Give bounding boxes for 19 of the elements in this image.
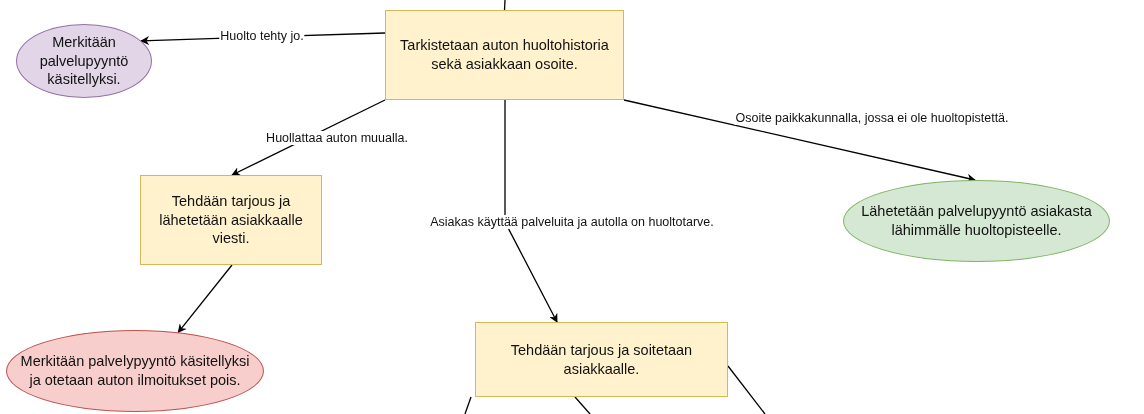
node-text: Tehdään tarjous ja soitetaan asiakkaalle. xyxy=(509,340,694,379)
connector-line xyxy=(503,0,506,11)
edge-label: Huolto tehty jo. xyxy=(219,29,305,43)
connector-line xyxy=(727,365,766,414)
node-text: Merkitään palvelupyyntö käsitellyksi. xyxy=(38,32,130,90)
arrow xyxy=(177,264,233,334)
edge-label: Asiakas käyttää palveluita ja autolla on huoltotarve. xyxy=(429,215,715,229)
node-text: Lähetetään palvelupyyntö asiakasta lähimmälle huoltopisteelle. xyxy=(860,202,1093,240)
process-box xyxy=(475,322,728,397)
arrow xyxy=(504,99,558,323)
edge-label: Osoite paikkakunnalla, jossa ei ole huoltopistettä. xyxy=(734,111,1010,125)
node-text: Tarkistetaan auton huoltohistoria sekä asiakkaan osoite. xyxy=(399,36,610,74)
node-text: Tehdään tarjous ja lähetetään asiakkaalle viesti. xyxy=(158,191,304,249)
connector-line xyxy=(574,396,591,414)
process-box xyxy=(385,10,624,100)
edge-label: Huollattaa auton muualla. xyxy=(265,131,409,145)
node-text: Merkitään palvelypyyntö käsitellyksi ja otetaan auton ilmoitukset pois. xyxy=(19,352,251,390)
process-box xyxy=(140,175,322,265)
connector-line xyxy=(464,396,472,414)
